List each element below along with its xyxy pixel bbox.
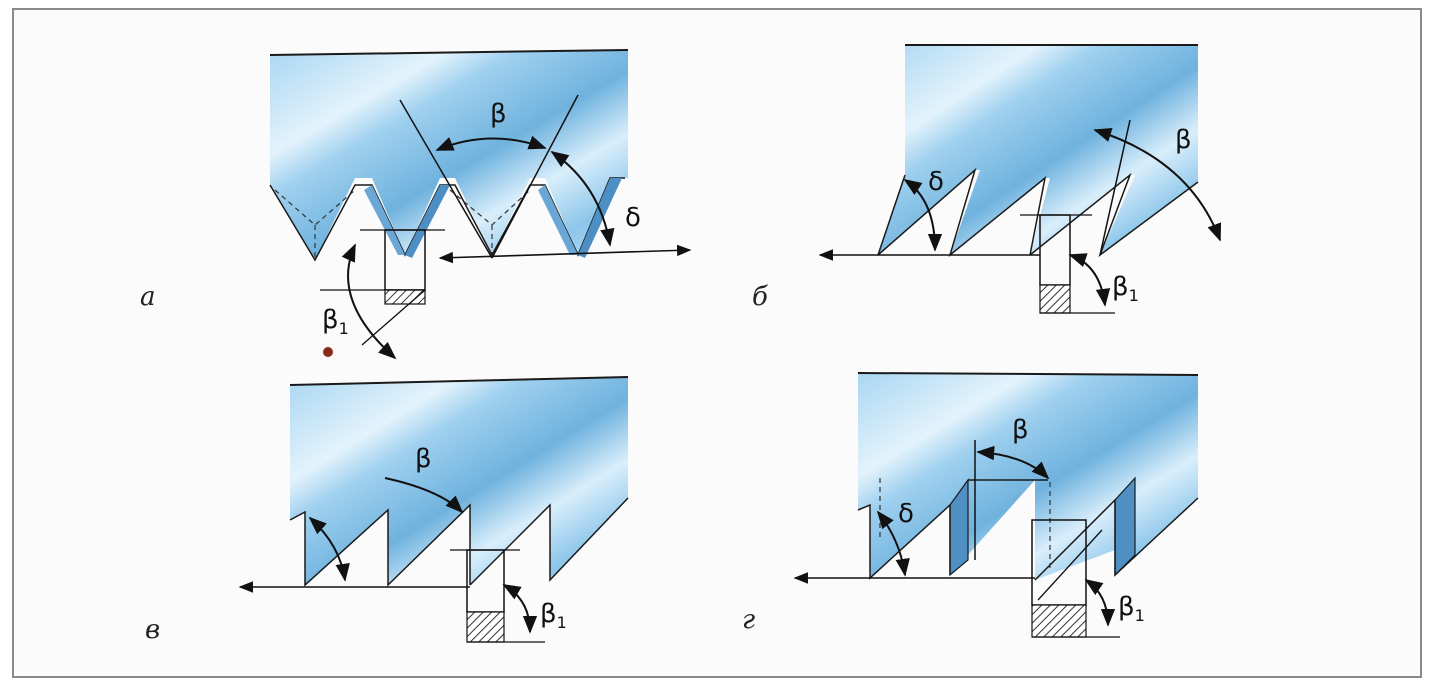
delta-g: δ [898, 499, 914, 529]
panel-v: β β1 в [145, 376, 629, 645]
panel-label-v: в [145, 615, 160, 645]
panel-label-b: б [752, 282, 768, 312]
panel-a: β δ β1 а [140, 49, 692, 360]
panel-g: β δ β1 г [742, 372, 1199, 638]
beta-b: β [1175, 125, 1192, 155]
beta-g: β [1012, 415, 1029, 445]
beta-v: β [415, 444, 432, 474]
panel-b: δ β β1 б [752, 44, 1222, 314]
delta-b: δ [928, 167, 944, 197]
beta1-g: β1 [1118, 592, 1145, 625]
beta1-b: β1 [1112, 272, 1139, 305]
delta-a: δ [625, 203, 641, 233]
beta-a: β [490, 99, 507, 129]
panel-label-g: г [742, 605, 755, 635]
blade-v [290, 377, 628, 585]
beta1-a: β1 [322, 305, 349, 338]
blade-a [270, 50, 628, 260]
beta1-v: β1 [540, 599, 567, 632]
blade-g [858, 373, 1198, 580]
panel-label-a: а [140, 282, 156, 312]
blade-b [878, 45, 1198, 255]
